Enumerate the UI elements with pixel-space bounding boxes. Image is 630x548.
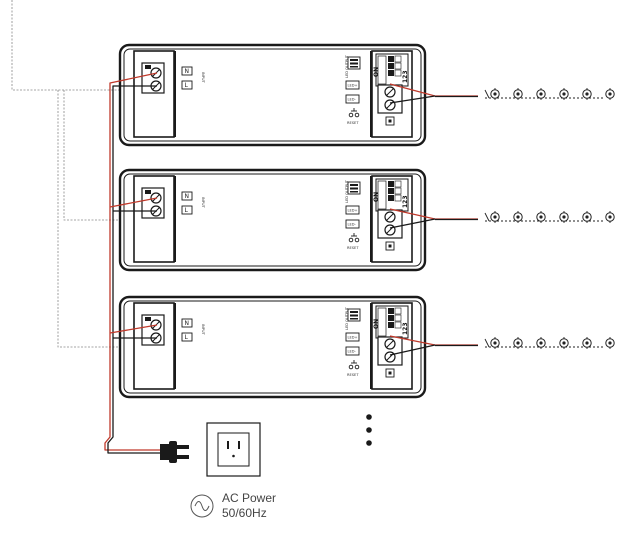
led-plus-label: LED+: [348, 336, 358, 340]
reset-label: RESET: [347, 121, 359, 125]
ac-input-wires: [104, 72, 160, 454]
input-pin-n-label: N: [185, 193, 190, 200]
dip-on-label: ON: [373, 67, 380, 77]
led-minus-label: LED-: [348, 223, 357, 227]
output-label: LED OUTPUT: [345, 179, 349, 203]
input-pin-l-label: L: [185, 207, 189, 214]
driver-unit-3: N L INPUT LED OUTPUT LED+ LED- RESET ON …: [118, 295, 427, 399]
output-label: LED OUTPUT: [345, 306, 349, 330]
wall-outlet-icon: [206, 422, 261, 477]
dip-numbers-label: 123: [402, 195, 409, 208]
more-dots-icon: [366, 414, 372, 446]
dip-on-label: ON: [373, 192, 380, 202]
driver-unit-1: N L INPUT LED OUTPUT LED+ LED- RESET ON …: [118, 43, 427, 147]
input-label: INPUT: [201, 324, 205, 336]
led-plus-label: LED+: [348, 84, 358, 88]
led-plus-label: LED+: [348, 209, 358, 213]
dip-numbers-label: 123: [402, 322, 409, 335]
led-minus-label: LED-: [348, 98, 357, 102]
input-pin-l-label: L: [185, 334, 189, 341]
output-label: LED OUTPUT: [345, 54, 349, 78]
led-minus-label: LED-: [348, 350, 357, 354]
led-strip-3: [484, 336, 615, 350]
led-strip-2: [484, 210, 615, 224]
ac-sine-icon: [190, 494, 214, 518]
dashed-control-lines: [11, 0, 126, 348]
input-pin-n-label: N: [185, 68, 190, 75]
input-pin-n-label: N: [185, 320, 190, 327]
led-strip-1: [484, 87, 615, 101]
dip-numbers-label: 123: [402, 70, 409, 83]
input-pin-l-label: L: [185, 82, 189, 89]
reset-label: RESET: [347, 246, 359, 250]
input-label: INPUT: [201, 197, 205, 209]
power-plug-icon: [160, 441, 189, 463]
led-output-wires: [389, 83, 478, 356]
ac-frequency-label: 50/60Hz: [222, 506, 267, 520]
driver-unit-2: N L INPUT LED OUTPUT LED+ LED- RESET ON …: [118, 168, 427, 272]
input-label: INPUT: [201, 72, 205, 84]
ac-power-label: AC Power: [222, 491, 276, 505]
dip-on-label: ON: [373, 319, 380, 329]
reset-label: RESET: [347, 373, 359, 377]
